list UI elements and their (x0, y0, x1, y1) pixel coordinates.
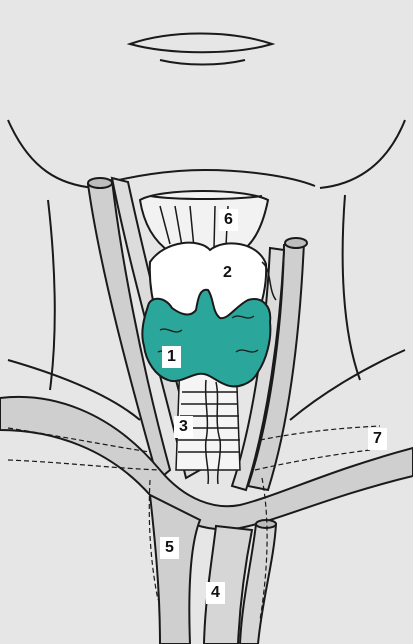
label-3: 3 (174, 416, 193, 438)
label-4: 4 (206, 582, 225, 604)
label-5: 5 (160, 537, 179, 559)
thyroid-gland (142, 290, 270, 387)
label-1: 1 (162, 346, 181, 368)
label-7: 7 (368, 428, 387, 450)
label-6: 6 (219, 209, 238, 231)
label-2: 2 (218, 262, 237, 284)
